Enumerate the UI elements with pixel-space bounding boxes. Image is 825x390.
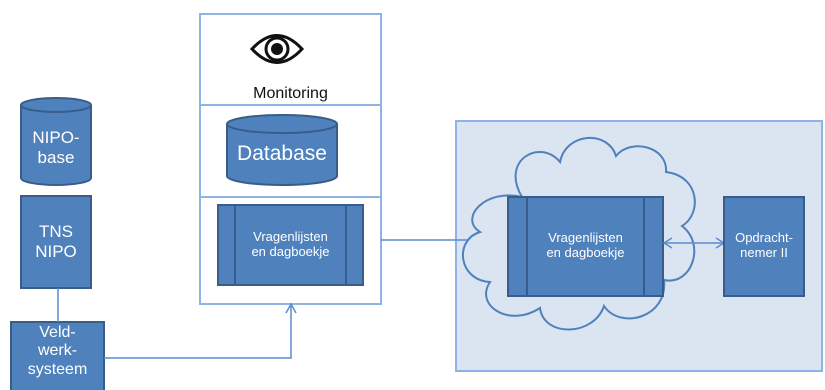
tns-nipo-box <box>20 195 92 289</box>
monitoring-label: Monitoring <box>253 84 328 102</box>
veldwerk-box <box>10 321 105 390</box>
vragenlijsten-cloud-shape <box>507 196 664 297</box>
database-label: Database <box>237 141 327 165</box>
tns-nipo-label: TNS NIPO <box>35 222 77 261</box>
eye-icon <box>249 34 305 64</box>
nipo-base-cylinder <box>20 97 92 186</box>
vragenlijsten-left-shape <box>217 204 364 286</box>
veldwerk-label: Veld- werk- systeem <box>27 324 88 378</box>
nipo-base-label: NIPO- base <box>32 128 80 167</box>
database-cylinder <box>226 114 338 186</box>
veldwerk-to-vragenlijsten-arrow <box>104 306 292 359</box>
opdrachtnemer-box <box>723 196 805 297</box>
vragenlijsten-left-label: Vragenlijsten en dagboekje <box>251 229 330 259</box>
opdrachtnemer-label: Opdracht- nemer II <box>735 230 793 260</box>
vragenlijsten-cloud-label: Vragenlijsten en dagboekje <box>546 230 625 260</box>
